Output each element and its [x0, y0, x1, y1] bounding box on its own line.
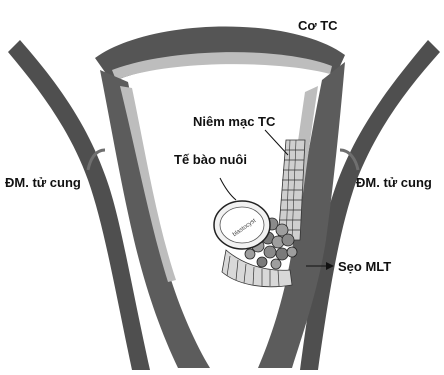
label-seo-mlt: Sẹo MLT: [338, 259, 391, 274]
leader-te-bao-nuoi: [220, 178, 236, 200]
leader-niem-mac: [265, 130, 288, 155]
label-co-tc: Cơ TC: [298, 18, 338, 33]
blastocyst: blastocyst: [214, 201, 270, 249]
label-niem-mac-tc: Niêm mạc TC: [193, 114, 276, 129]
label-dm-tu-cung-left: ĐM. tử cung: [5, 175, 81, 190]
label-te-bao-nuoi: Tế bào nuôi: [174, 152, 247, 167]
label-dm-tu-cung-right: ĐM. tử cung: [356, 175, 432, 190]
